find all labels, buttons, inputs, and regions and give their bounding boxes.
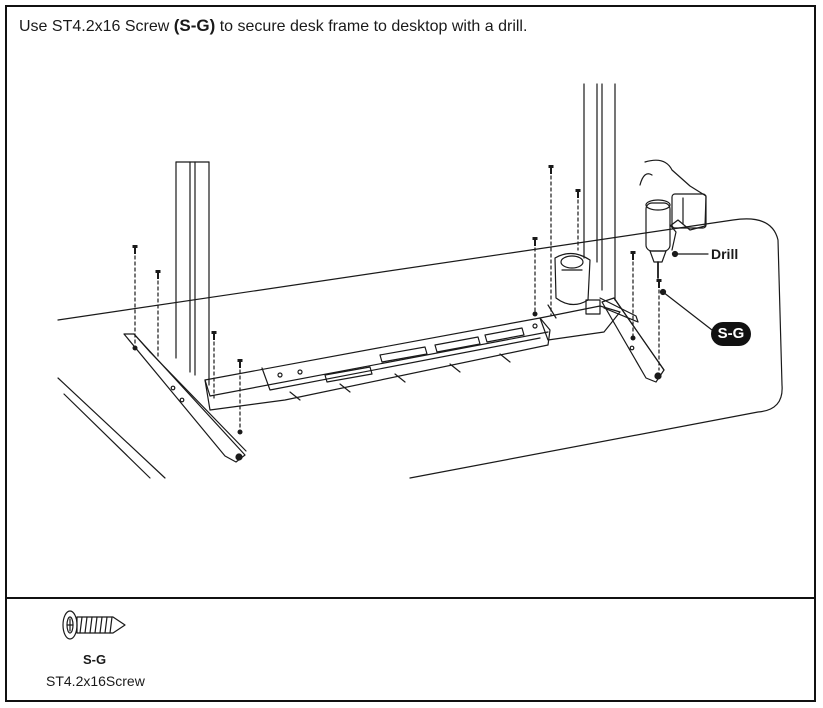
legend-screw-spec: ST4.2x16Screw: [46, 673, 145, 689]
crossbeam: [204, 317, 551, 411]
instruction-code: (S-G): [173, 16, 216, 35]
screw-icon: [62, 610, 126, 640]
drill-label: Drill: [711, 246, 739, 262]
right-foot: [601, 297, 665, 383]
right-leg: [583, 83, 616, 301]
legend-divider: [5, 597, 816, 599]
screw-badge: S-G: [711, 322, 751, 346]
screw-markers: [132, 165, 662, 435]
drill-icon: [639, 159, 707, 279]
instruction-prefix: Use ST4.2x16 Screw: [19, 18, 174, 35]
callout-lines: [659, 250, 713, 331]
instruction-text: Use ST4.2x16 Screw (S-G) to secure desk …: [19, 16, 527, 36]
left-foot: [123, 333, 247, 463]
desktop-panel: [57, 218, 783, 479]
instruction-suffix: to secure desk frame to desktop with a d…: [215, 18, 528, 35]
left-leg: [175, 161, 210, 386]
diagram-frame: [5, 5, 816, 702]
screw-guides: [134, 175, 660, 429]
motor-bracket: [539, 252, 639, 341]
legend-screw-name: S-G: [83, 652, 107, 667]
